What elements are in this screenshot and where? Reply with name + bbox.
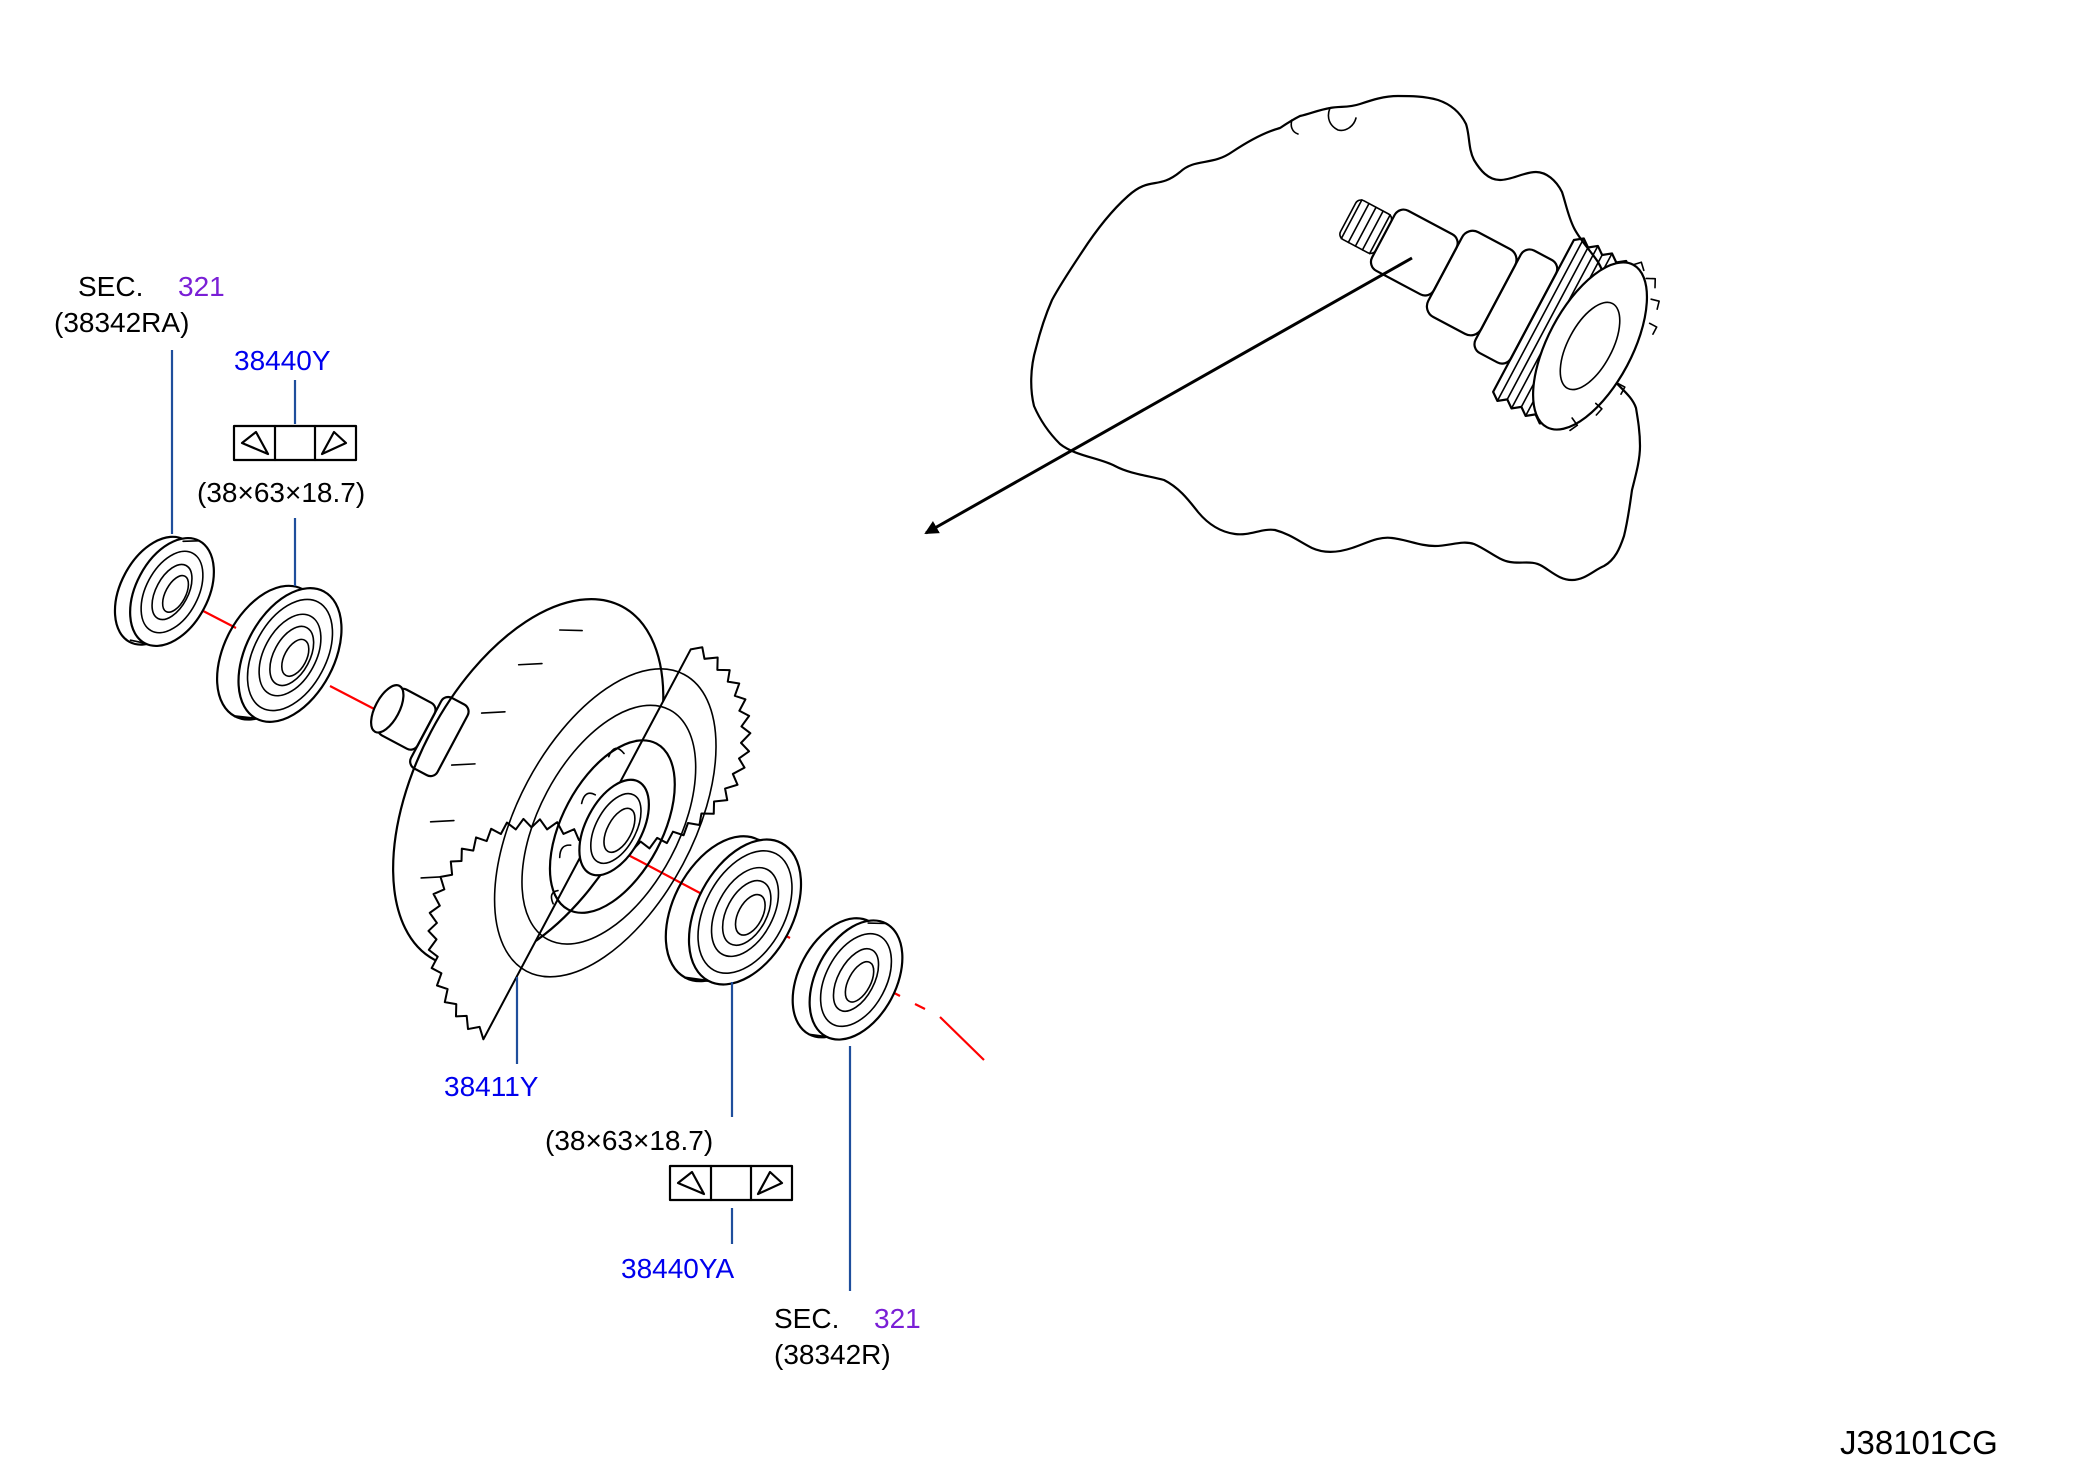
part-ref-38342RA: (38342RA) [54,307,189,338]
part-number-38411Y[interactable]: 38411Y [444,1071,539,1102]
bearing-bottom [664,835,803,986]
sec-prefix-top: SEC. [78,271,143,302]
bearing-bottom-dimensions: (38×63×18.7) [545,1125,713,1156]
oil-seal-top [113,535,215,648]
bearing-top-dimensions: (38×63×18.7) [197,477,365,508]
sec-prefix-bottom: SEC. [774,1303,839,1334]
section-link-bottom[interactable]: 321 [874,1303,921,1334]
diagram-code: J38101CG [1840,1424,1998,1461]
leader-lines [170,350,852,1291]
bearing-direction-symbol-top [232,424,358,462]
section-link-top[interactable]: 321 [178,271,225,302]
location-arrow [924,256,1413,535]
differential-gear-assembly [370,598,752,1041]
oil-seal-bottom [791,917,904,1041]
part-number-38440YA[interactable]: 38440YA [621,1253,734,1284]
bearing-top [215,584,343,723]
bearing-direction-symbol-bottom [668,1164,794,1202]
part-ref-38342R: (38342R) [774,1339,891,1370]
part-number-38440Y[interactable]: 38440Y [234,345,331,376]
transmission-case-inset [1030,94,1660,582]
